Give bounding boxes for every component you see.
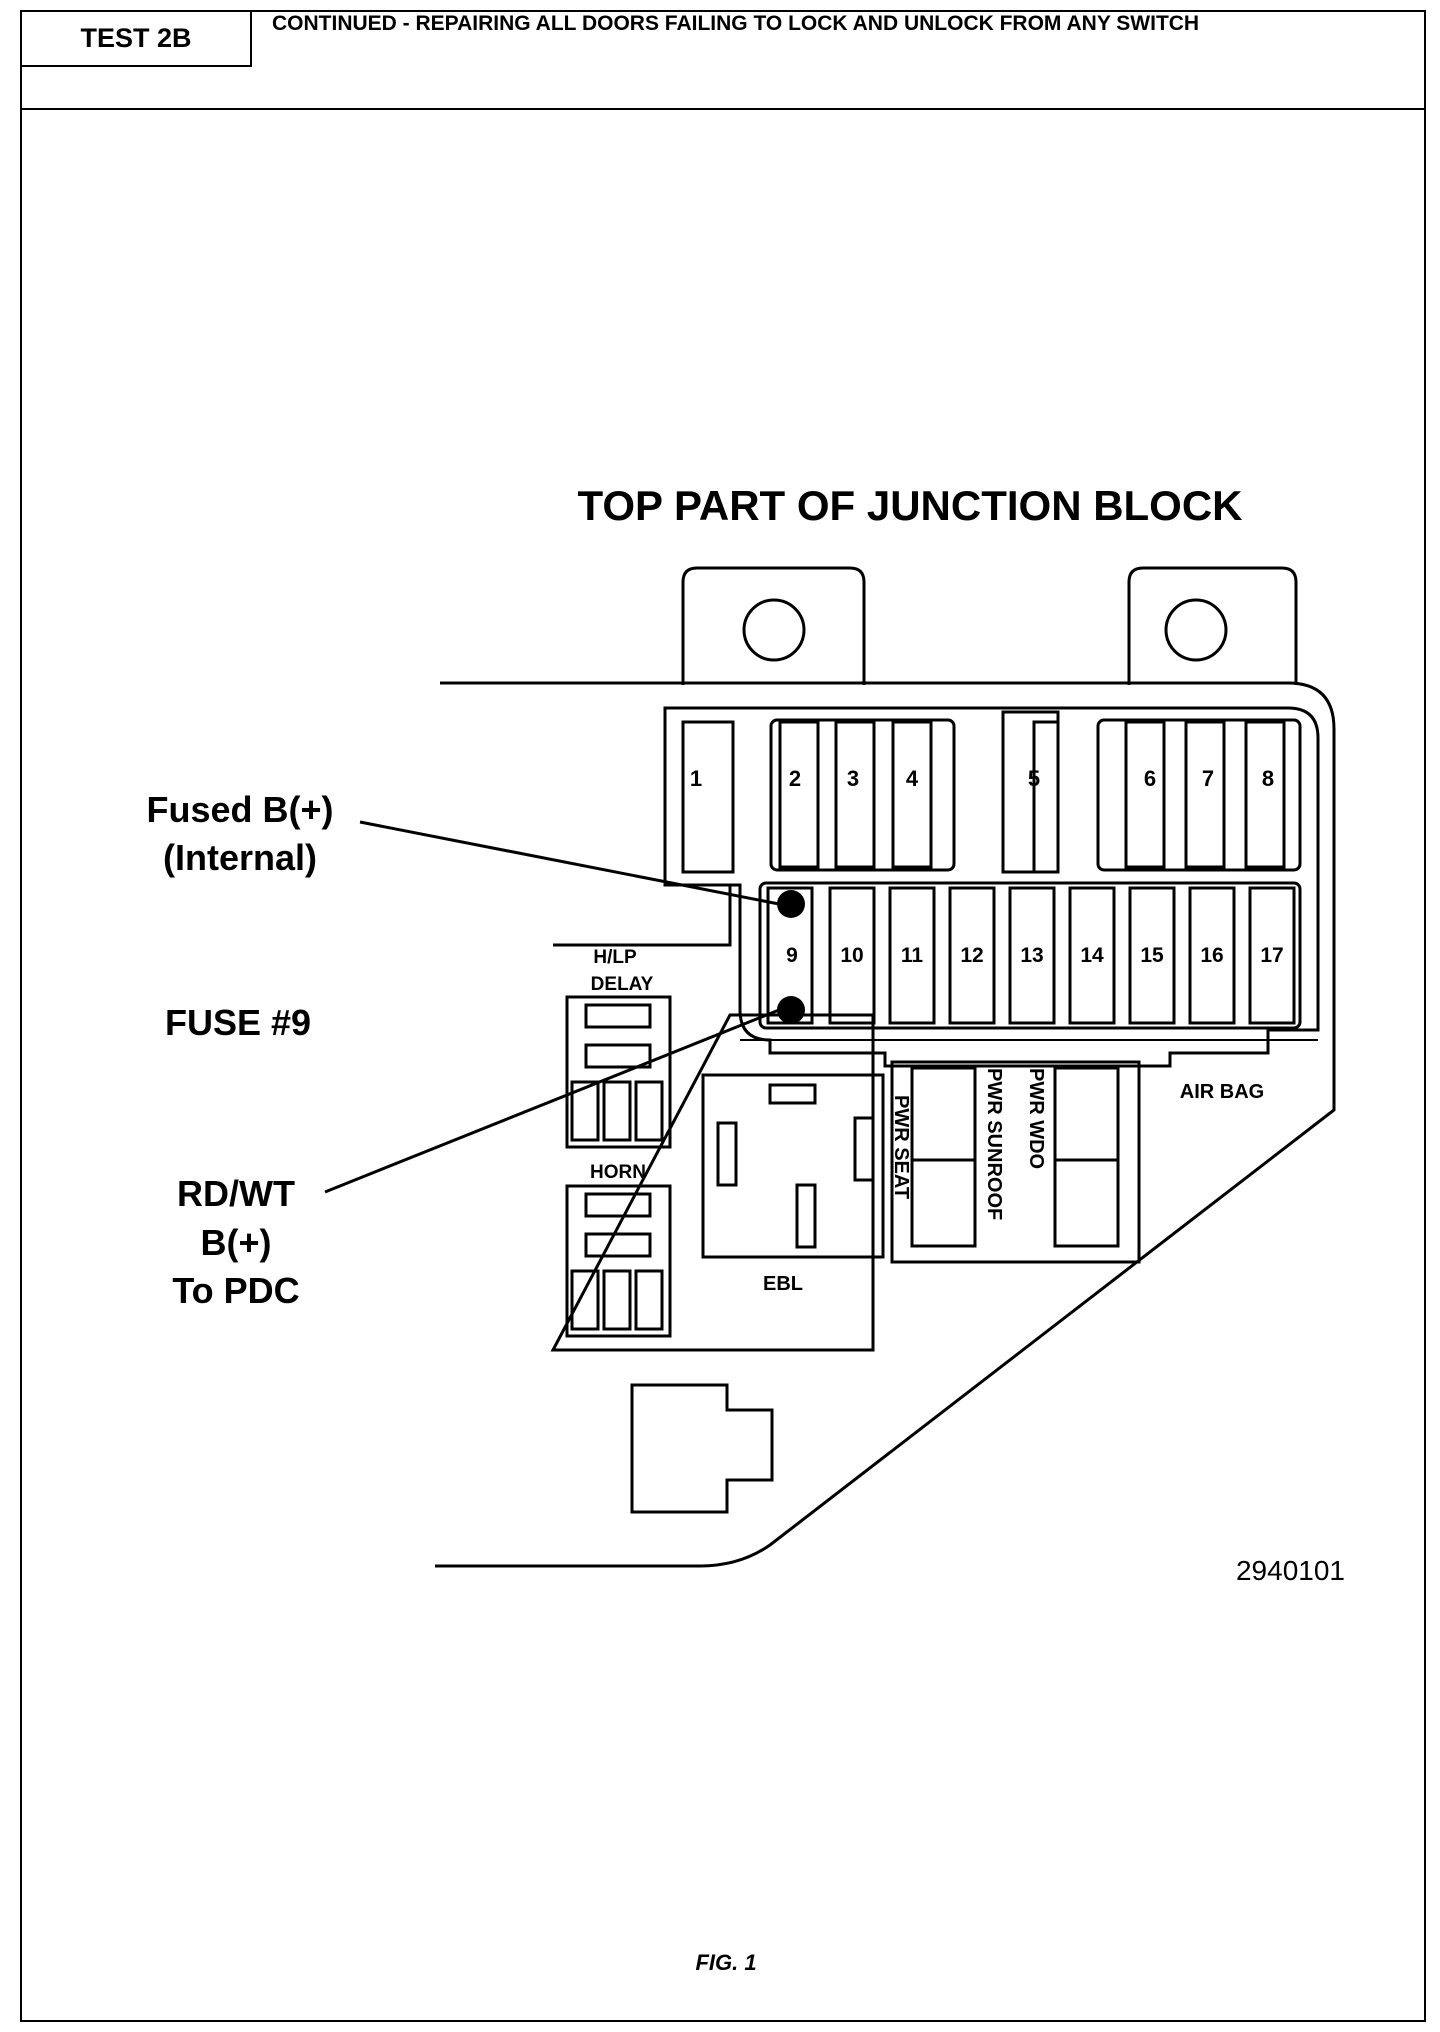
figure-caption: FIG. 1 (695, 1950, 756, 1975)
fuse-5-label: 5 (1028, 766, 1040, 791)
fuse-9-label: 9 (786, 944, 798, 967)
page-frame (20, 10, 1426, 2022)
pwr-seat-label: PWR SEAT (890, 1095, 912, 1199)
fuse-13-label: 13 (1020, 944, 1043, 967)
fuse-1-label: 1 (690, 766, 702, 791)
ebl-relay (701, 1073, 885, 1259)
pwr-wdo-label: PWR WDO (1025, 1068, 1047, 1169)
fuse-3-label: 3 (847, 766, 859, 791)
pwr-sunroof-label: PWR SUNROOF (983, 1068, 1005, 1220)
fuse-6-label: 6 (1144, 766, 1156, 791)
fuse-10-label: 10 (840, 944, 863, 967)
fuse-labels-bottom: 9 10 11 12 13 14 15 16 17 (786, 944, 1284, 967)
part-number: 2940101 (1236, 1555, 1345, 1586)
leader-fused-b-plus (359, 820, 780, 906)
fuse-15-label: 15 (1140, 944, 1164, 967)
fuse-16-label: 16 (1200, 944, 1223, 967)
callout-rdwt-line3: To PDC (172, 1270, 299, 1311)
fuse-7-label: 7 (1202, 766, 1214, 791)
pwr-relay-block (890, 1060, 1141, 1264)
callout-rdwt-line1: RD/WT (177, 1173, 295, 1214)
mounting-ear-left (681, 566, 866, 685)
air-bag-label: AIR BAG (1180, 1081, 1264, 1103)
fuse-row-bottom (758, 881, 1302, 1030)
fuse-8-label: 8 (1262, 766, 1274, 791)
fuse-labels-top: 1 2 3 4 5 6 7 8 (690, 766, 1274, 791)
fuse-panel-outline (663, 706, 1320, 1068)
mounting-ear-right (1127, 566, 1298, 685)
test-label: TEST 2B (22, 12, 252, 67)
page-title: CONTINUED - REPAIRING ALL DOORS FAILING … (272, 12, 1200, 35)
fuse-14-label: 14 (1080, 944, 1104, 967)
callout-fuse-9: FUSE #9 (165, 1002, 311, 1043)
junction-block-outline (435, 681, 1336, 1568)
relay-block-left (550, 885, 875, 1352)
test-point-rdwt-b-plus (777, 996, 805, 1024)
connector-outline (630, 1383, 774, 1514)
callout-rdwt-line2: B(+) (201, 1222, 272, 1263)
hlp-label-line2: DELAY (591, 974, 654, 995)
horn-label: HORN (590, 1162, 646, 1183)
header-divider (20, 108, 1426, 110)
leader-rdwt-b-plus (324, 1008, 780, 1194)
fuse-2-label: 2 (789, 766, 801, 791)
fuse-12-label: 12 (960, 944, 983, 967)
fuse-11-label: 11 (901, 944, 924, 967)
callout-fused-line2: (Internal) (163, 837, 317, 878)
callout-fused-line1: Fused B(+) (146, 789, 333, 830)
fuse-4-label: 4 (906, 766, 919, 791)
fuse-row-top (681, 710, 1302, 874)
figure-heading: TOP PART OF JUNCTION BLOCK (577, 482, 1242, 529)
ebl-label: EBL (763, 1273, 803, 1295)
test-point-fused-b-plus (777, 890, 805, 918)
hlp-label-line1: H/LP (593, 947, 637, 968)
fuse-17-label: 17 (1260, 944, 1283, 967)
